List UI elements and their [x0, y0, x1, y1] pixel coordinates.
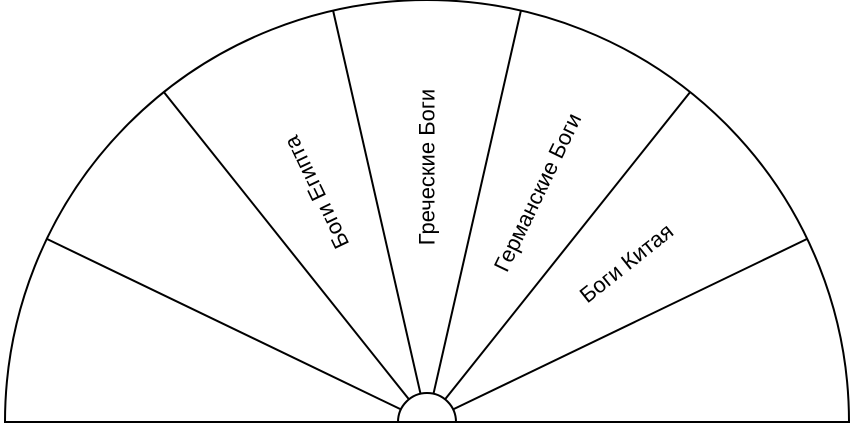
- sector-divider-5: [444, 91, 691, 400]
- sector-divider-6: [452, 237, 808, 411]
- sector-label-4: Греческие Боги: [415, 89, 440, 245]
- center-hub: [397, 392, 457, 423]
- sector-divider-3: [332, 10, 422, 394]
- sector-divider-2: [163, 91, 410, 400]
- sector-divider-4: [432, 10, 522, 394]
- sector-dividers: [46, 10, 808, 411]
- semicircle-outline: [3, 0, 851, 423]
- sector-divider-1: [46, 237, 402, 411]
